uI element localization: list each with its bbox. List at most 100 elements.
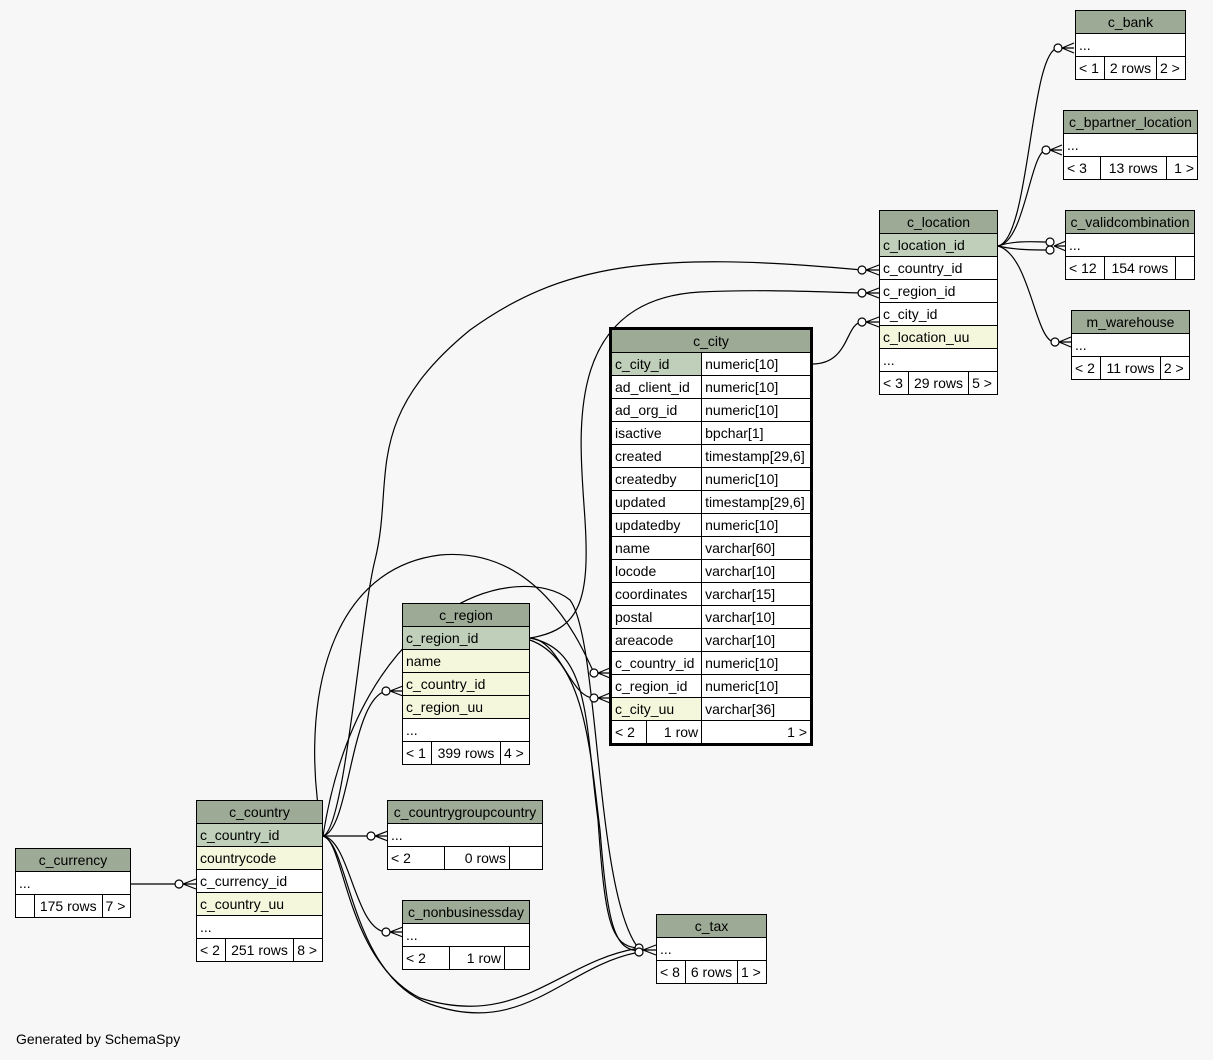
table-header: c_countrygroupcountry [387,800,543,824]
table-c-country[interactable]: c_country c_country_id countrycode c_cur… [196,800,323,962]
marker-c-city-country [589,668,599,678]
column-ellipsis: ... [1071,333,1190,357]
edge-c-location-c-bank [997,47,1059,247]
table-c-nonbusinessday[interactable]: c_nonbusinessday ... < 2 1 row [402,900,530,970]
column-type: bpchar[1] [701,421,812,445]
children-count: 1 > [701,720,812,745]
column-c-country-uu: c_country_uu [196,892,323,916]
children-count: 2 > [1159,356,1191,380]
row-count: 1 row [449,946,505,970]
column-name: name [402,649,530,673]
column-countrycode: countrycode [196,846,323,870]
column-name: ad_org_id [609,398,703,422]
edge-c-location-m-warehouse [997,245,1055,343]
children-count: 8 > [293,938,323,962]
column-c-country-id: c_country_id [402,672,530,696]
edge-c-location-c-validcombination-1 [997,241,1050,247]
marker-c-bank [1053,43,1063,53]
edge-c-region-c-tax-2 [529,639,641,952]
column-ellipsis: ... [1075,33,1186,57]
column-name: c_country_id [609,651,703,675]
edge-c-country-c-tax-2 [322,835,641,1014]
column-type: numeric[10] [701,352,812,376]
column-name: created [609,444,703,468]
table-header: c_location [879,210,998,234]
table-c-bank[interactable]: c_bank ... < 1 2 rows 2 > [1075,10,1186,80]
row-count: 1 row [645,720,703,745]
children-count: 1 > [1165,156,1199,180]
table-m-warehouse[interactable]: m_warehouse ... < 2 11 rows 2 > [1070,310,1191,380]
edge-c-location-c-bpartner-location [997,149,1047,247]
column-ellipsis: ... [1063,133,1198,157]
table-c-region[interactable]: c_region c_region_id name c_country_id c… [401,603,531,765]
column-type: varchar[10] [701,628,812,652]
marker-c-location-city [857,317,867,327]
parents-count [15,894,35,918]
column-name: coordinates [609,582,703,606]
table-header: c_bpartner_location [1063,110,1198,134]
parents-count: < 2 [610,720,647,745]
edge-c-country-c-location [322,261,863,837]
column-type: numeric[10] [701,398,812,422]
children-count [1175,256,1195,280]
table-c-currency[interactable]: c_currency ... 175 rows 7 > [15,848,132,918]
table-c-bpartner-location[interactable]: c_bpartner_location ... < 3 13 rows 1 > [1063,110,1199,180]
column-c-country-id: c_country_id [879,256,998,280]
table-header: c_region [402,603,530,627]
crows-foot-prongs [182,42,1075,956]
column-name: updated [609,490,703,514]
children-count [504,946,530,970]
parents-count: < 3 [1063,156,1101,180]
column-c-region-uu: c_region_uu [402,695,530,719]
column-name: isactive [609,421,703,445]
table-header: c_tax [656,914,767,938]
table-header: c_country [196,800,323,824]
table-c-location[interactable]: c_location c_location_id c_country_id c_… [879,210,998,395]
row-count: 2 rows [1103,56,1158,80]
parents-count: < 1 [401,741,433,765]
row-count: 251 rows [224,938,295,962]
table-c-validcombination[interactable]: c_validcombination ... < 12 154 rows [1065,210,1195,280]
column-ellipsis: ... [196,915,323,939]
column-name: updatedby [609,513,703,537]
table-header: c_bank [1075,10,1186,34]
edge-c-location-c-validcombination-2 [997,245,1050,251]
table-c-tax[interactable]: c_tax ... < 8 6 rows 1 > [656,914,767,984]
column-c-region-id: c_region_id [879,279,998,303]
column-type: numeric[10] [701,513,812,537]
column-ellipsis: ... [879,348,998,372]
marker-c-countrygroupcountry [366,831,376,841]
column-ellipsis: ... [402,923,530,947]
column-c-location-id: c_location_id [879,233,998,257]
column-ellipsis: ... [656,937,767,961]
column-name: areacode [609,628,703,652]
parents-count: < 2 [402,946,450,970]
marker-c-location-region [857,288,867,298]
column-type: varchar[10] [701,559,812,583]
column-c-location-uu: c_location_uu [879,325,998,349]
table-c-countrygroupcountry[interactable]: c_countrygroupcountry ... < 2 0 rows [387,800,543,870]
column-ellipsis: ... [15,871,131,895]
parents-count: < 12 [1065,256,1105,280]
crows-foot-markers [174,43,1063,957]
marker-c-bpartner-location [1041,145,1051,155]
parents-count: < 2 [387,846,445,870]
row-count: 11 rows [1100,356,1161,380]
marker-c-city-region [589,693,599,703]
children-count [509,846,543,870]
parents-count: < 3 [879,371,909,395]
children-count: 1 > [737,960,767,984]
column-name: name [609,536,703,560]
column-type: timestamp[29,6] [701,490,812,514]
